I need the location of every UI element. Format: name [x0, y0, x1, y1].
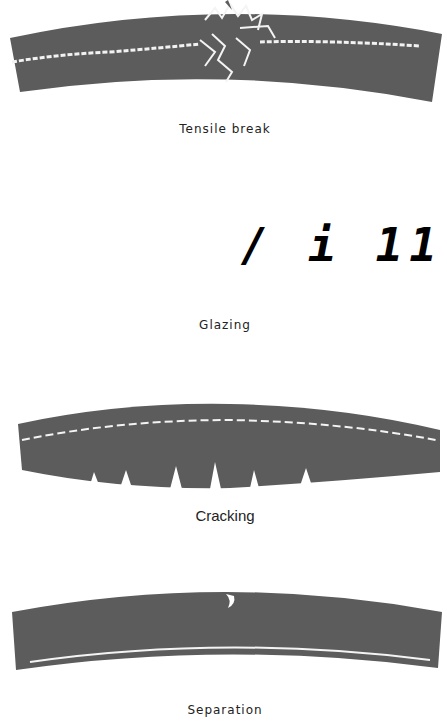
separation-belt	[12, 592, 442, 670]
caption: Cracking	[195, 507, 254, 524]
caption: Glazing	[199, 318, 251, 332]
caption: Separation	[187, 703, 262, 717]
glazing-mark: / i 11	[241, 218, 443, 272]
tensile-break-belt	[10, 0, 442, 102]
caption: Tensile break	[179, 122, 270, 136]
cracking-belt	[18, 404, 440, 489]
